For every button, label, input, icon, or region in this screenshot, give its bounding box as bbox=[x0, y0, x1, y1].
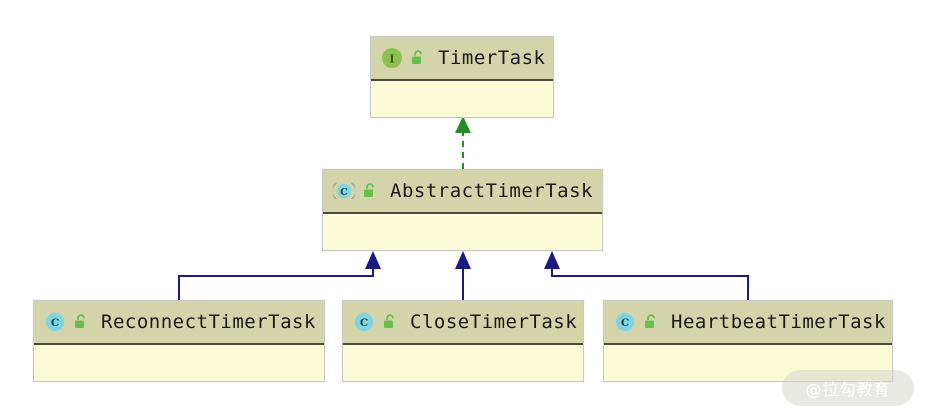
class-icon: C bbox=[354, 312, 374, 332]
unlock-icon bbox=[412, 50, 422, 64]
interface-icon: I bbox=[382, 48, 402, 68]
class-node-header: C HeartbeatTimerTask bbox=[604, 301, 892, 345]
svg-text:I: I bbox=[389, 53, 394, 66]
edge-generalization-close bbox=[455, 251, 471, 300]
class-node-reconnect-timer-task[interactable]: C ReconnectTimerTask bbox=[33, 300, 325, 382]
class-node-header: C ReconnectTimerTask bbox=[34, 301, 324, 345]
unlock-icon bbox=[645, 314, 655, 328]
generalization-arrowhead-heartbeat bbox=[544, 251, 560, 269]
generalization-arrowhead-reconnect bbox=[365, 251, 381, 269]
svg-text:C: C bbox=[51, 317, 59, 329]
class-node-title: TimerTask bbox=[438, 47, 546, 69]
class-node-title: CloseTimerTask bbox=[410, 311, 578, 333]
class-node-abstract-timer-task[interactable]: C AbstractTimerTask bbox=[322, 169, 603, 251]
class-node-title: AbstractTimerTask bbox=[390, 180, 593, 202]
unlock-icon bbox=[384, 314, 394, 328]
class-node-members-compartment bbox=[323, 214, 602, 250]
class-node-members-compartment bbox=[371, 81, 553, 117]
unlock-icon bbox=[364, 183, 374, 197]
svg-text:C: C bbox=[340, 187, 348, 198]
svg-text:C: C bbox=[360, 317, 368, 329]
class-node-close-timer-task[interactable]: C CloseTimerTask bbox=[342, 300, 584, 382]
edge-generalization-reconnect bbox=[178, 251, 381, 300]
class-node-header: C CloseTimerTask bbox=[343, 301, 583, 345]
generalization-arrowhead-close bbox=[455, 251, 471, 269]
unlock-icon bbox=[75, 314, 85, 328]
class-node-title: ReconnectTimerTask bbox=[101, 311, 316, 333]
edge-realization-abstract-to-interface bbox=[455, 116, 471, 169]
class-node-members-compartment bbox=[343, 345, 583, 381]
realization-arrowhead bbox=[455, 116, 471, 133]
class-node-title: HeartbeatTimerTask bbox=[671, 311, 886, 333]
class-icon: C bbox=[45, 312, 65, 332]
watermark: @拉勾教育 bbox=[782, 370, 914, 406]
abstract-class-icon: C bbox=[333, 182, 355, 200]
edge-generalization-heartbeat bbox=[544, 251, 749, 300]
class-node-timer-task[interactable]: I TimerTask bbox=[370, 36, 554, 118]
class-node-header: I TimerTask bbox=[371, 37, 553, 81]
class-icon: C bbox=[615, 312, 635, 332]
class-node-header: C AbstractTimerTask bbox=[323, 170, 602, 214]
class-node-members-compartment bbox=[34, 345, 324, 381]
generalization-line-heartbeat bbox=[551, 268, 749, 300]
svg-text:C: C bbox=[621, 317, 629, 329]
generalization-line-reconnect bbox=[178, 268, 374, 300]
